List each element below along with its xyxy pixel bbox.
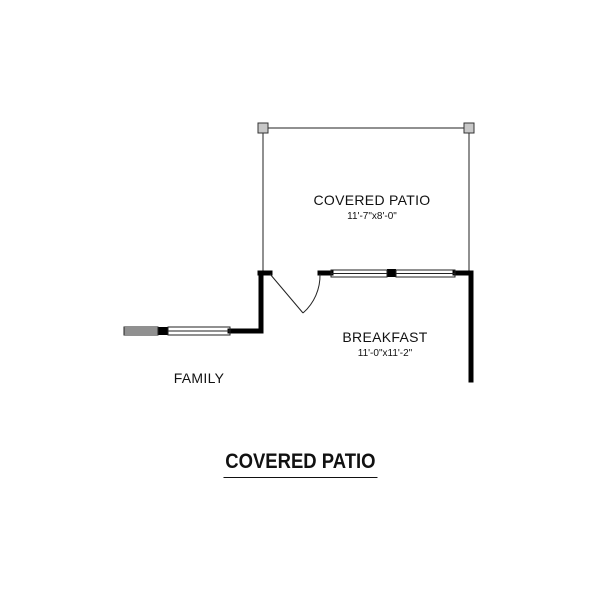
wall-stub-family-left — [158, 327, 168, 335]
plan-caption-text: COVERED PATIO — [223, 450, 377, 478]
exterior-walls — [227, 270, 474, 383]
door-swing — [269, 273, 321, 314]
room-dim-breakfast: 11'-0"x11'-2" — [358, 348, 413, 359]
wall-stub-windows-mid — [387, 269, 396, 277]
patio-post-left — [257, 122, 269, 134]
room-label-covered-patio: COVERED PATIO — [314, 192, 431, 208]
room-label-family: FAMILY — [174, 370, 225, 386]
room-dim-covered-patio: 11'-7"x8'-0" — [347, 211, 397, 222]
window-family — [123, 326, 231, 336]
patio-outline — [262, 127, 470, 272]
room-label-breakfast: BREAKFAST — [342, 329, 427, 345]
patio-post-right — [463, 122, 475, 134]
plan-caption: COVERED PATIO — [0, 450, 600, 478]
window-breakfast — [330, 269, 456, 278]
